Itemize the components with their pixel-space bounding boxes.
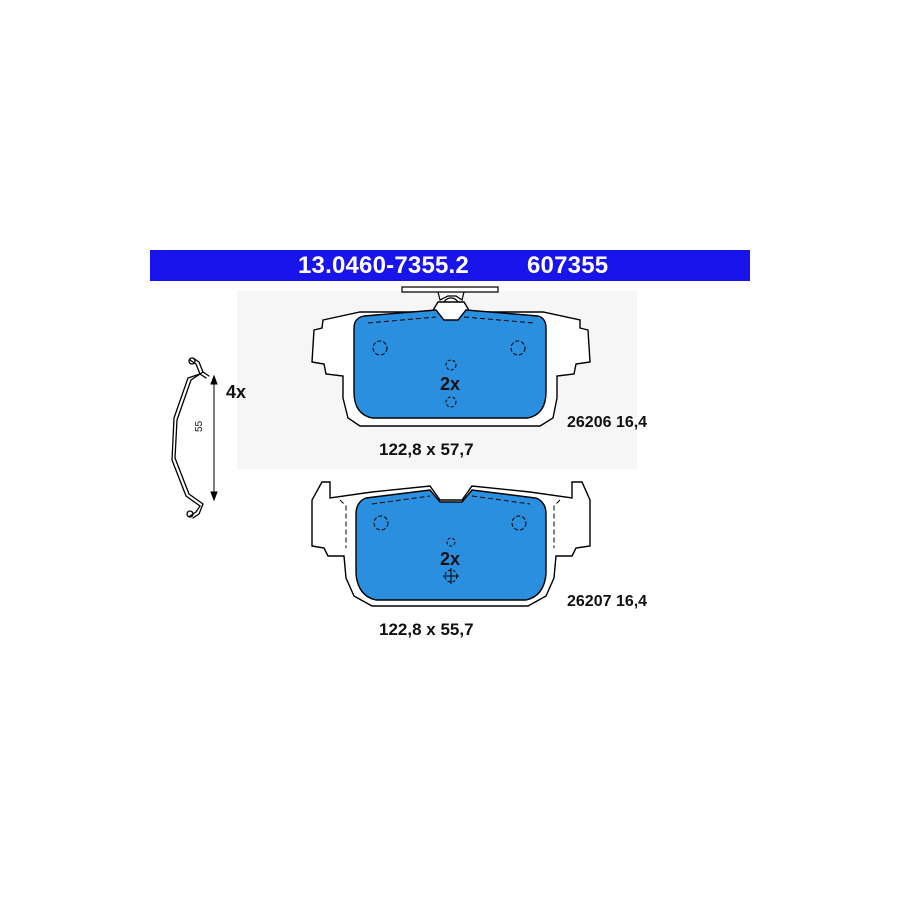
lower-pad	[311, 481, 591, 607]
upper-pad-code: 26206 16,4	[567, 414, 648, 431]
mounting-hole-left	[372, 340, 388, 356]
wear-indicator	[401, 286, 499, 293]
spring-clip	[171, 357, 210, 519]
sensor-mark-bottom	[445, 396, 457, 408]
reference-number: 607355	[527, 252, 609, 279]
mounting-hole-right	[510, 340, 526, 356]
sensor-mark-top	[446, 537, 456, 547]
header-bar: 13.0460-7355.2 607355	[150, 250, 750, 281]
friction-material	[355, 489, 547, 601]
upper-pad-quantity: 2x	[440, 374, 461, 394]
mounting-hole-left	[373, 515, 389, 531]
lower-pad-quantity: 2x	[440, 549, 461, 569]
upper-pad	[311, 286, 591, 427]
sensor-mark-bottom	[443, 568, 459, 584]
spring-dimension-label: 55	[194, 420, 205, 432]
part-number: 13.0460-7355.2	[298, 252, 469, 279]
lower-pad-code: 26207 16,4	[567, 593, 648, 610]
sensor-mark-top	[445, 359, 457, 371]
upper-pad-dimensions: 122,8 x 57,7	[379, 440, 474, 459]
spring-quantity-label: 4x	[226, 382, 247, 402]
mounting-hole-right	[511, 515, 527, 531]
friction-material	[353, 309, 547, 419]
lower-pad-dimensions: 122,8 x 55,7	[379, 620, 474, 639]
spring-dimension-line	[210, 374, 218, 502]
